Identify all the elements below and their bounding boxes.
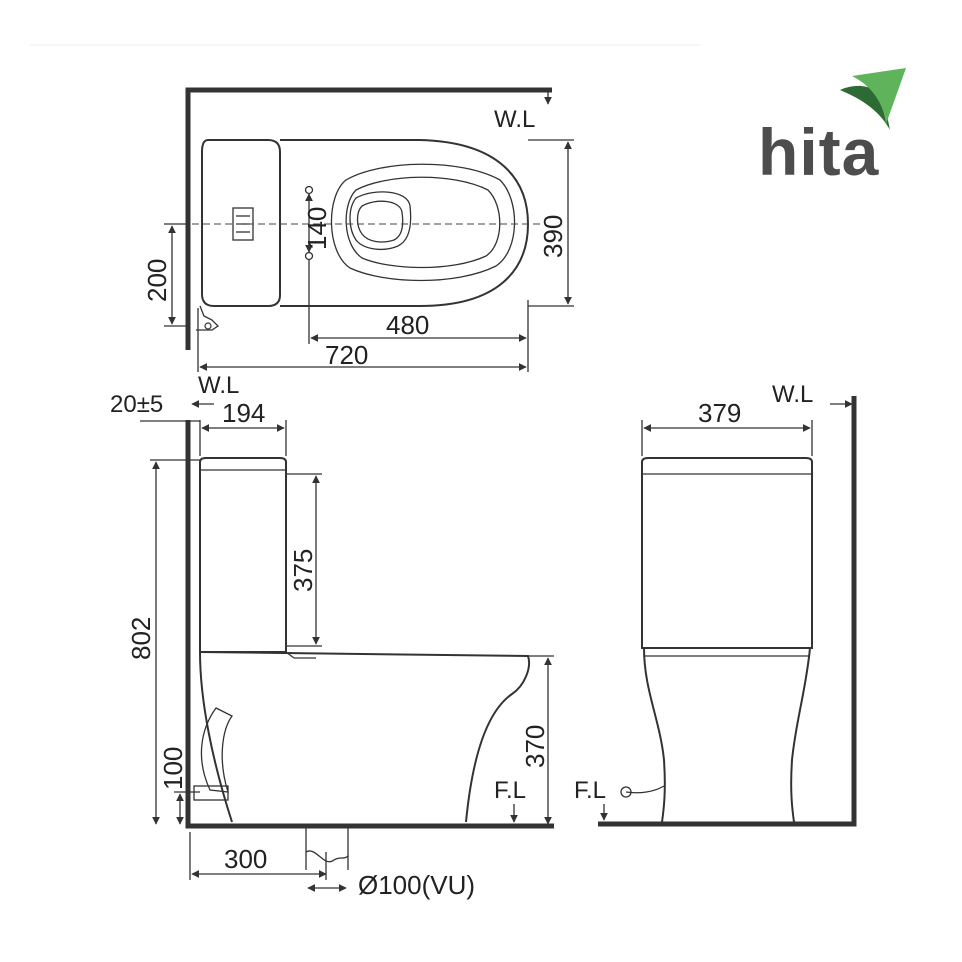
- logo-leaf-light-icon: [852, 68, 906, 124]
- front-view: W.L 379 F.L: [574, 381, 857, 827]
- dim-inlet-height: 100: [158, 747, 188, 790]
- side-view-wall-label: W.L: [198, 372, 239, 399]
- tank-front-outline: [641, 457, 813, 649]
- dim-wall-gap: 20±5: [110, 391, 163, 418]
- bowl-rim: [330, 163, 516, 282]
- top-view: W.L 140 390 200: [142, 87, 574, 372]
- top-view-wall: [185, 87, 552, 350]
- dim-tank-width: 379: [698, 398, 741, 428]
- dim-drain-offset: 300: [224, 844, 267, 874]
- dim-length-720: 720: [325, 340, 368, 370]
- inlet-valve-icon: [196, 305, 220, 331]
- dim-length-480: 480: [386, 310, 429, 340]
- bowl-drain-outline: [349, 191, 412, 251]
- dim-total-height: 802: [126, 617, 156, 660]
- tank-side-outline: [199, 457, 287, 653]
- bowl-side-outline: [199, 651, 530, 823]
- side-view: W.L 20±5 194 375 802 100: [110, 372, 554, 900]
- dim-tank-depth: 194: [222, 398, 265, 428]
- dim-offset-200: 200: [142, 259, 172, 302]
- dim-hole-spacing: 140: [302, 207, 332, 250]
- dim-drain-diameter: Ø100(VU): [358, 870, 475, 900]
- tank-top-outline: [201, 139, 281, 307]
- drain-pipe-outline: [305, 828, 349, 870]
- hita-logo: hita: [758, 68, 906, 189]
- dim-width-390: 390: [538, 215, 568, 258]
- logo-text: hita: [758, 115, 880, 189]
- bowl-front-outline: [644, 647, 812, 823]
- side-view-floor-label: F.L: [494, 777, 526, 804]
- side-view-wall: [185, 420, 554, 829]
- front-inlet-hose-icon: [625, 785, 665, 794]
- inlet-hose-icon: [200, 707, 233, 793]
- front-view-floor-label: F.L: [574, 777, 606, 804]
- dim-tank-height: 375: [288, 549, 318, 592]
- front-view-wall: [598, 396, 857, 827]
- front-view-wall-label: W.L: [772, 381, 813, 408]
- top-view-wall-label: W.L: [494, 106, 535, 133]
- dim-seat-height: 370: [520, 725, 550, 768]
